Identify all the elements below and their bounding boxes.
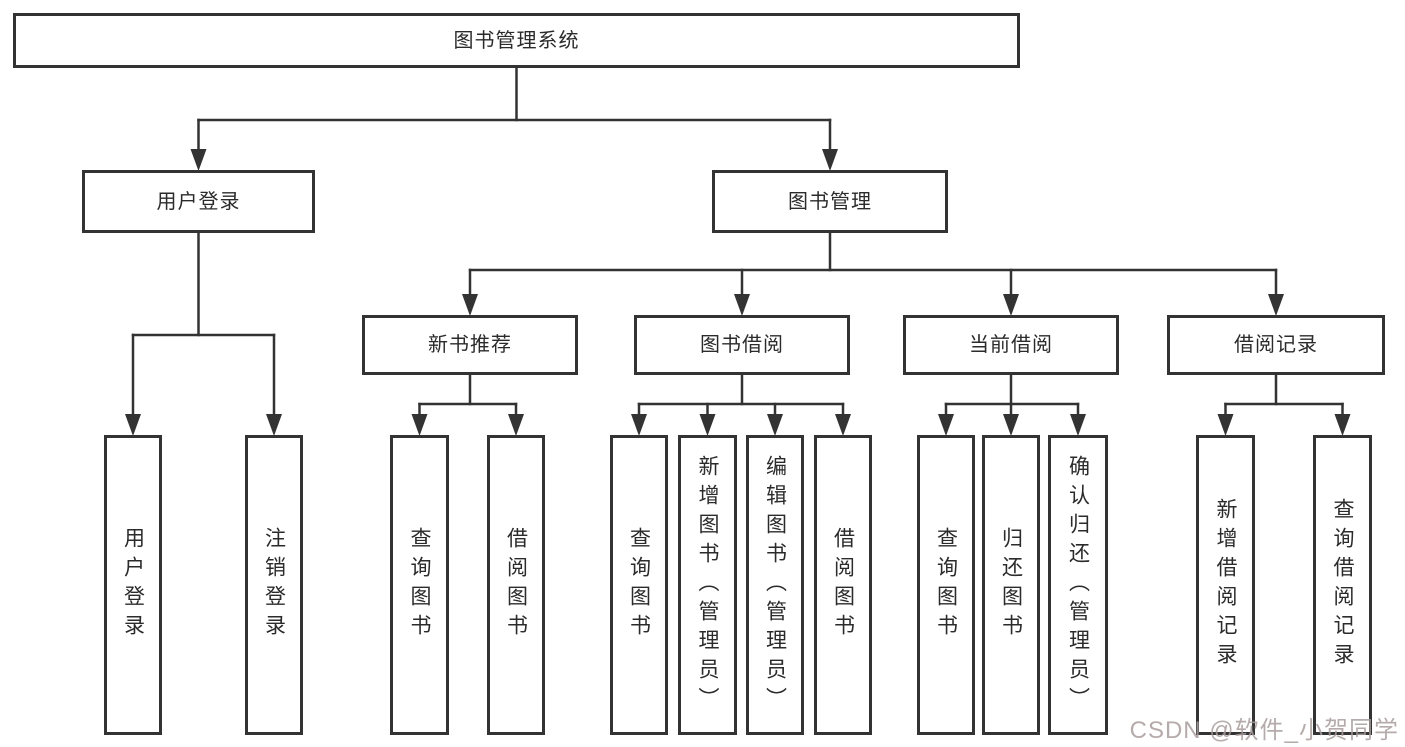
- node-root: 图书管理系统: [13, 13, 1020, 68]
- arrowhead-icon: [734, 294, 750, 316]
- arrowhead-icon: [1003, 294, 1019, 316]
- arrowhead-icon: [462, 294, 478, 316]
- arrowhead-icon: [767, 414, 783, 436]
- node-hist: 借阅记录: [1167, 315, 1385, 375]
- node-b2: 新增图书（管理员）: [678, 435, 737, 735]
- watermark-text: CSDN @软件_小贺同学: [1129, 717, 1399, 744]
- node-b3: 编辑图书（管理员）: [746, 435, 804, 735]
- arrowhead-icon: [1070, 414, 1086, 436]
- arrowhead-icon: [411, 414, 428, 436]
- arrowhead-icon: [125, 414, 141, 436]
- arrowhead-icon: [822, 149, 838, 171]
- node-c3: 确认归还（管理员）: [1048, 435, 1108, 735]
- node-j2: 查询借阅记录: [1313, 435, 1372, 735]
- node-cur: 当前借阅: [903, 315, 1119, 375]
- node-c1: 查询图书: [917, 435, 975, 735]
- node-c2: 归还图书: [982, 435, 1040, 735]
- node-r2: 借阅图书: [487, 435, 545, 735]
- arrowhead-icon: [699, 414, 716, 436]
- arrowhead-icon: [1217, 414, 1234, 436]
- arrowhead-icon: [266, 414, 282, 436]
- node-j1: 新增借阅记录: [1196, 435, 1255, 735]
- node-login: 用户登录: [82, 170, 315, 233]
- node-r1: 查询图书: [390, 435, 449, 735]
- node-b1: 查询图书: [610, 435, 668, 735]
- arrowhead-icon: [938, 414, 954, 436]
- arrowhead-icon: [1268, 294, 1284, 316]
- node-rec: 新书推荐: [362, 315, 578, 375]
- arrowhead-icon: [508, 414, 524, 436]
- arrowhead-icon: [190, 149, 207, 171]
- node-b4: 借阅图书: [814, 435, 872, 735]
- arrowhead-icon: [1334, 414, 1351, 436]
- arrowhead-icon: [631, 414, 647, 436]
- arrowhead-icon: [835, 414, 851, 436]
- node-u2: 注销登录: [245, 435, 303, 735]
- node-mgmt: 图书管理: [712, 170, 948, 233]
- node-u1: 用户登录: [104, 435, 162, 735]
- arrowhead-icon: [1003, 414, 1019, 436]
- node-borrow: 图书借阅: [634, 315, 850, 375]
